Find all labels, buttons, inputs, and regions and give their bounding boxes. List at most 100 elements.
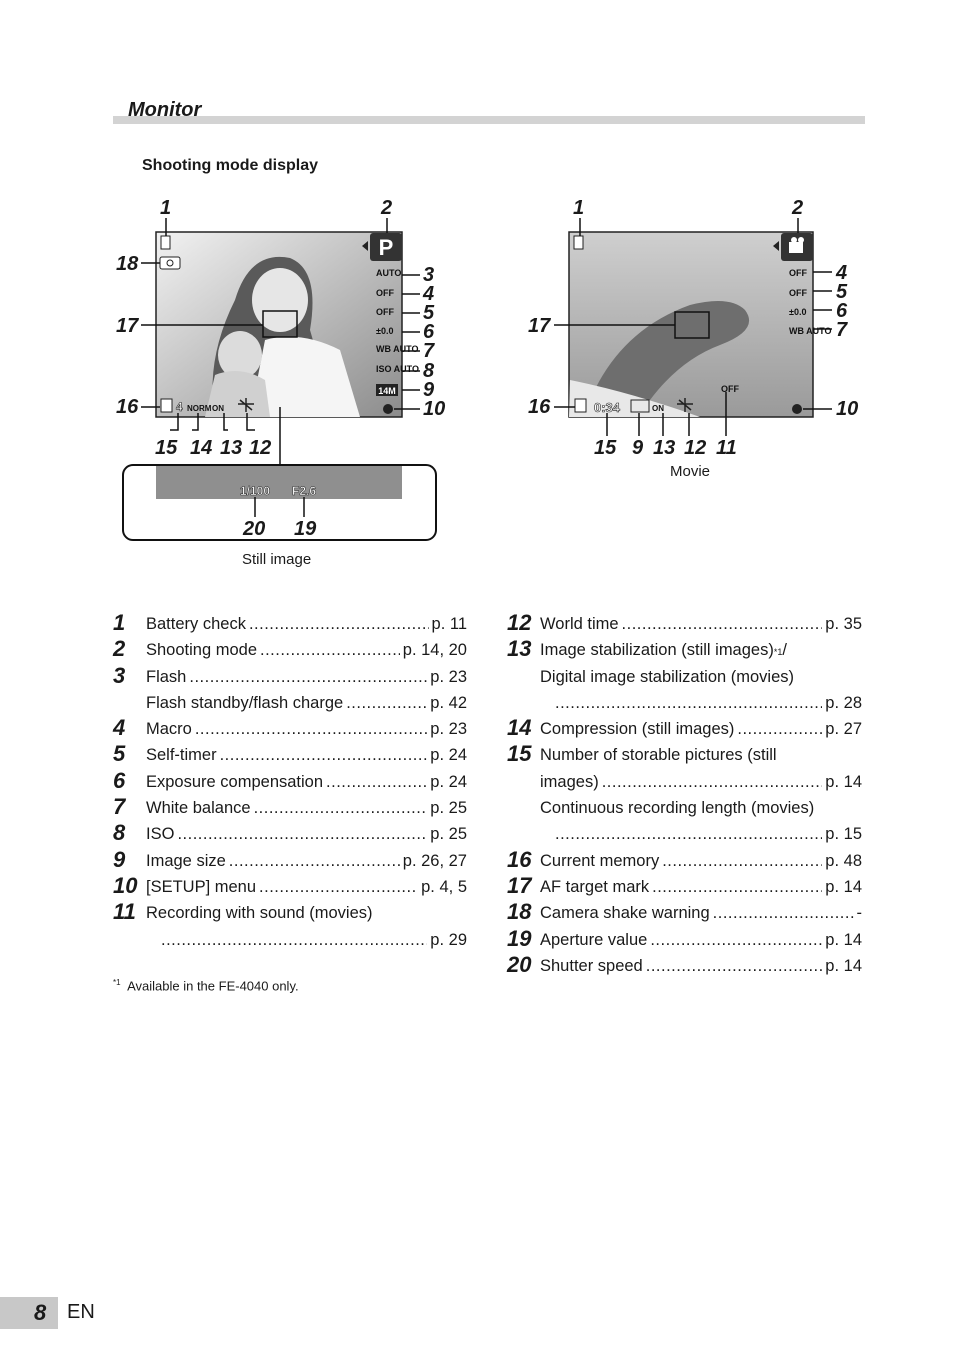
still-image-caption: Still image	[242, 551, 312, 568]
callout-3: 3	[423, 264, 434, 286]
shake-warning-icon	[159, 256, 181, 270]
callout-9: 9	[632, 437, 644, 459]
toc-row: 10[SETUP] menup. 4, 5	[113, 873, 467, 904]
exposure-icon: ±0.0	[789, 307, 806, 317]
callout-16: 16	[116, 396, 139, 418]
callout-2: 2	[791, 197, 803, 219]
shutter-speed-value: 1/100	[240, 484, 270, 498]
page-number: 8	[34, 1300, 47, 1325]
callout-17: 17	[528, 315, 551, 337]
toc-row: 3Flashp. 23	[113, 663, 467, 694]
callout-17: 17	[116, 315, 139, 337]
toc-row: p. 28	[507, 694, 862, 720]
movie-figure: OFF OFF ±0.0 WB AUTO OFF 0:34 ON 1 2 17 …	[528, 197, 858, 459]
callout-15: 15	[594, 437, 617, 459]
callout-5: 5	[423, 302, 435, 324]
callout-20: 20	[242, 518, 265, 540]
macro-icon: OFF	[376, 288, 394, 298]
section-title: Monitor	[128, 99, 202, 121]
image-size-icon: 14M	[378, 386, 396, 396]
stabilizer-icon: ON	[212, 404, 224, 413]
callout-14: 14	[190, 437, 212, 459]
callout-7: 7	[836, 319, 848, 341]
callout-16: 16	[528, 396, 551, 418]
af-target-mark	[262, 310, 298, 338]
footnote: *1 Available in the FE-4040 only.	[113, 978, 299, 994]
callout-11: 11	[716, 437, 737, 459]
toc-row: p. 29	[113, 931, 467, 957]
compression-icon: NORM	[187, 404, 212, 413]
iso-icon: ISO AUTO	[376, 364, 419, 374]
callout-6: 6	[423, 321, 435, 343]
setup-menu-icon	[792, 404, 802, 414]
callout-19: 19	[294, 518, 317, 540]
selftimer-icon: OFF	[376, 307, 394, 317]
memory-icon	[160, 398, 173, 413]
callout-12: 12	[249, 437, 271, 459]
toc-row: 8ISOp. 25	[113, 820, 467, 851]
callout-13: 13	[220, 437, 242, 459]
language-label: EN	[67, 1301, 95, 1323]
remaining-count: 4	[176, 400, 183, 414]
toc-row: Digital image stabilization (movies)	[540, 667, 795, 686]
world-time-icon	[238, 398, 254, 412]
selftimer-icon: OFF	[789, 288, 807, 298]
callout-4: 4	[835, 262, 847, 284]
callout-1: 1	[160, 197, 171, 219]
movie-caption: Movie	[670, 463, 711, 480]
aperture-value: F2.6	[292, 484, 316, 498]
callout-12: 12	[684, 437, 706, 459]
callout-2: 2	[380, 197, 392, 219]
callout-7: 7	[423, 340, 435, 362]
toc-row: Continuous recording length (movies)	[540, 799, 815, 818]
battery-icon	[573, 235, 584, 250]
memory-icon	[574, 398, 587, 413]
exposure-icon: ±0.0	[376, 326, 393, 336]
callout-15: 15	[155, 437, 178, 459]
sound-icon: OFF	[721, 384, 739, 394]
toc-row: Flash standby/flash chargep. 42	[113, 694, 467, 720]
callout-9: 9	[423, 379, 435, 401]
still-image-figure: P AUTO OFF OFF ±0.0 WB AUTO ISO AUTO 14M…	[116, 197, 445, 541]
toc-row: p. 15	[507, 825, 862, 851]
callout-10: 10	[836, 398, 858, 420]
recording-length: 0:34	[594, 400, 621, 415]
world-time-icon	[677, 398, 693, 412]
toc-row: 4Macrop. 23	[113, 715, 467, 746]
setup-menu-icon	[383, 404, 393, 414]
wb-icon: WB AUTO	[789, 326, 832, 336]
mode-label: P	[379, 235, 394, 260]
macro-icon: OFF	[789, 268, 807, 278]
callout-6: 6	[836, 300, 848, 322]
flash-icon: AUTO	[376, 268, 401, 278]
callout-18: 18	[116, 253, 139, 275]
callout-10: 10	[423, 398, 445, 420]
callout-1: 1	[573, 197, 584, 219]
toc-row: images)p. 14	[507, 773, 862, 799]
callout-5: 5	[836, 281, 848, 303]
wb-icon: WB AUTO	[376, 344, 419, 354]
page-number-box	[0, 1297, 58, 1329]
section-divider-bar	[113, 116, 865, 124]
callout-4: 4	[422, 283, 434, 305]
battery-icon	[160, 235, 171, 250]
subtitle: Shooting mode display	[142, 157, 319, 174]
